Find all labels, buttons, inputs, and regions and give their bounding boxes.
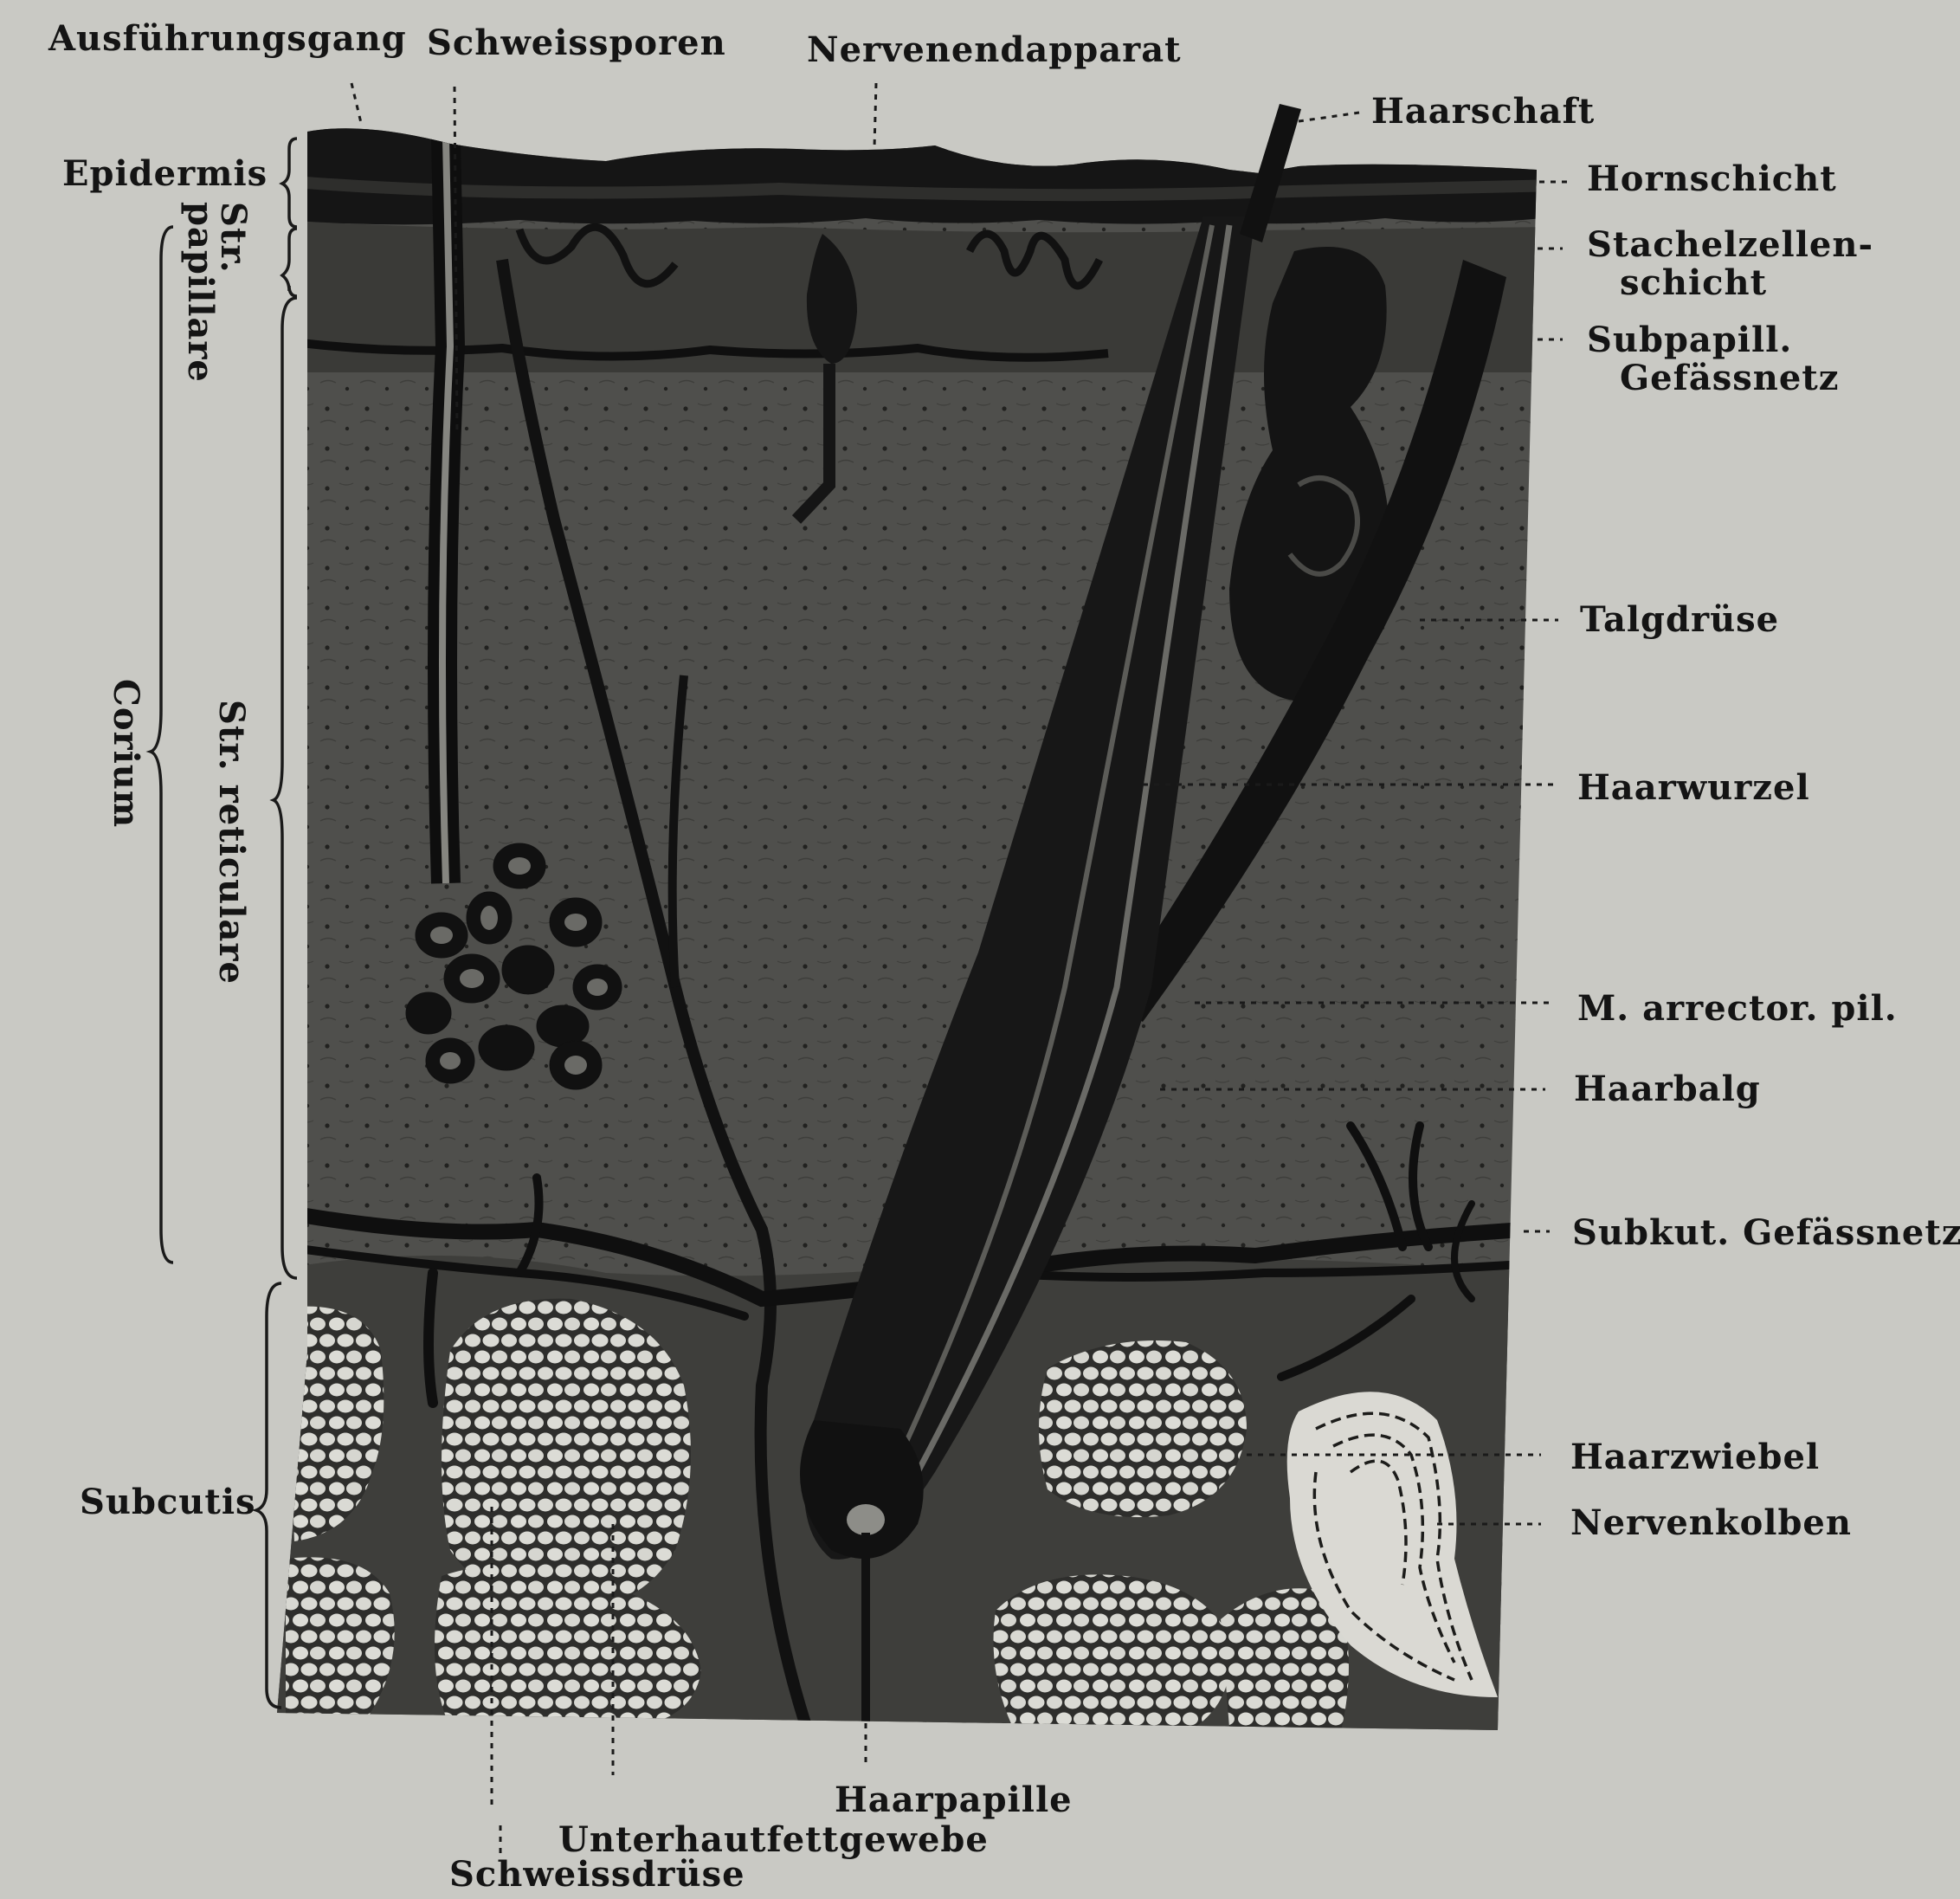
label-arrector: M. arrector. pil.: [1577, 991, 1898, 1027]
label-str-reticulare: Str. reticulare: [213, 700, 249, 985]
label-haarbalg: Haarbalg: [1574, 1071, 1761, 1108]
label-subpapill-1: Subpapill.: [1587, 322, 1792, 358]
label-subpapill-2: Gefässnetz: [1620, 360, 1840, 397]
label-haarschaft: Haarschaft: [1371, 94, 1595, 130]
label-stachelzellen-2: schicht: [1620, 265, 1767, 301]
label-haarzwiebel: Haarzwiebel: [1570, 1439, 1820, 1476]
label-haarwurzel: Haarwurzel: [1577, 770, 1810, 806]
epidermis-layer: [294, 121, 1558, 224]
label-subcutis: Subcutis: [80, 1484, 256, 1521]
label-stachelzellen-1: Stachelzellen-: [1587, 227, 1873, 263]
label-unterhautfettgewebe: Unterhautfettgewebe: [558, 1822, 989, 1858]
label-epidermis: Epidermis: [62, 156, 268, 192]
label-str-papillare-2: papillare: [182, 202, 218, 383]
label-corium: Corium: [107, 679, 144, 828]
label-schweissdruese: Schweissdrüse: [449, 1857, 745, 1893]
tissue-block: [260, 121, 1558, 1758]
label-subkut: Subkut. Gefässnetz: [1572, 1215, 1960, 1251]
hair-papilla: [847, 1504, 885, 1535]
label-nervenkolben: Nervenkolben: [1570, 1505, 1852, 1541]
label-haarpapille: Haarpapille: [835, 1782, 1073, 1818]
label-ausfuehrungsgang: Ausführungsgang: [48, 21, 407, 57]
label-schweissporen: Schweissporen: [427, 25, 726, 61]
label-talgdruese: Talgdrüse: [1580, 602, 1779, 638]
label-nervenendapparat: Nervenendapparat: [807, 32, 1182, 68]
label-hornschicht: Hornschicht: [1587, 161, 1837, 197]
